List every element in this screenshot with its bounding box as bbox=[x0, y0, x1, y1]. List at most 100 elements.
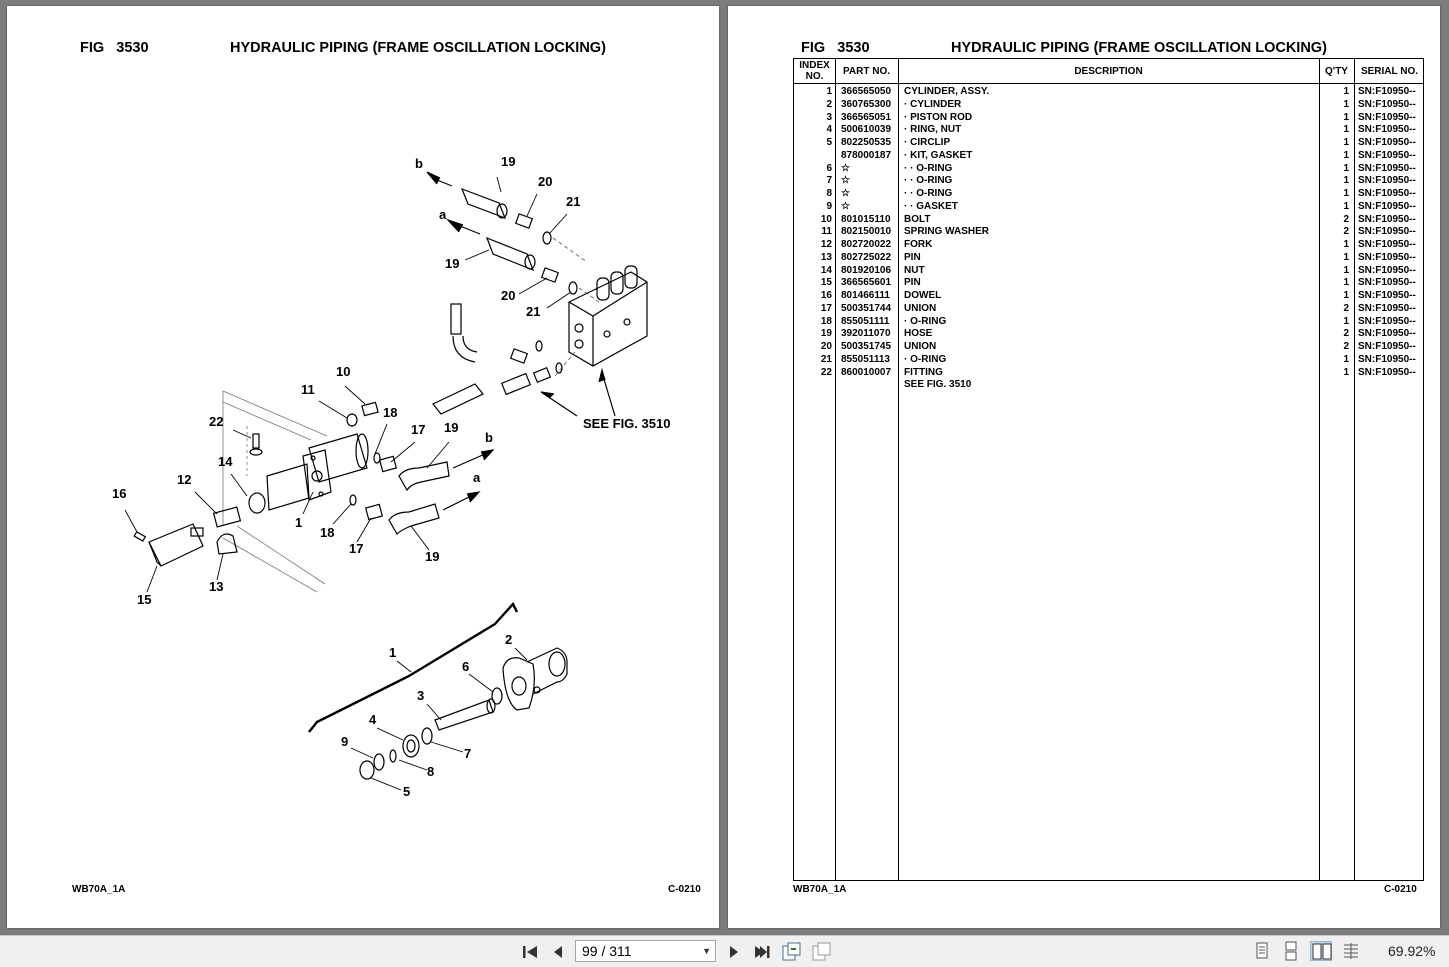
frame-outline bbox=[222, 390, 328, 593]
qty-cell: 1 bbox=[1343, 124, 1349, 136]
next-page-icon[interactable] bbox=[727, 943, 741, 961]
serial-no-cell: SN:F10950-- bbox=[1358, 162, 1416, 174]
index-cell: 15 bbox=[820, 277, 832, 289]
fit-width-view-icon bbox=[1344, 943, 1358, 959]
serial-no-cell: SN:F10950-- bbox=[1358, 264, 1416, 276]
description-cell: · CYLINDER bbox=[904, 98, 962, 110]
callout-14: 14 bbox=[218, 454, 233, 469]
part-no-cell: 801920106 bbox=[841, 264, 892, 276]
chevron-down-icon[interactable]: ▼ bbox=[702, 946, 711, 956]
index-cell: 20 bbox=[820, 341, 832, 352]
description-cell: · PISTON ROD bbox=[904, 111, 973, 123]
part-no-cell: 802250535 bbox=[841, 137, 892, 148]
ring-nut-4 bbox=[402, 734, 420, 758]
serial-no-cell: SN:F10950-- bbox=[1358, 213, 1416, 225]
qty-cell: 1 bbox=[1343, 264, 1349, 276]
single-page-view-button[interactable] bbox=[1251, 941, 1273, 961]
callout-17-low: 17 bbox=[349, 541, 363, 556]
part-no-cell: 392011070 bbox=[841, 328, 891, 340]
see-fig-label: SEE FIG. 3510 bbox=[583, 416, 670, 431]
continuous-view-icon bbox=[1285, 941, 1297, 961]
zoom-level[interactable]: 69.92% bbox=[1388, 943, 1436, 959]
pin-13 bbox=[216, 533, 238, 555]
fit-width-view-button[interactable] bbox=[1340, 941, 1362, 961]
last-page-icon[interactable] bbox=[752, 943, 772, 961]
right-page: FIG 3530 HYDRAULIC PIPING (FRAME OSCILLA… bbox=[728, 6, 1440, 928]
index-cell: 18 bbox=[820, 315, 832, 327]
part-no-cell: 366565050 bbox=[841, 86, 892, 97]
callout-19-right: 19 bbox=[444, 420, 458, 435]
qty-cell: 1 bbox=[1343, 315, 1349, 327]
callout-12: 12 bbox=[177, 472, 191, 487]
index-cell: 6 bbox=[826, 162, 832, 174]
fitting-22 bbox=[249, 433, 263, 456]
callout-18-top: 18 bbox=[383, 405, 397, 420]
serial-no-cell: SN:F10950-- bbox=[1358, 188, 1416, 199]
page-title: HYDRAULIC PIPING (FRAME OSCILLATION LOCK… bbox=[230, 40, 606, 56]
group-bracket bbox=[308, 601, 519, 733]
footer-left: WB70A_1A bbox=[72, 884, 126, 895]
callout-19-top: 19 bbox=[501, 154, 515, 169]
header-serial-no: SERIAL NO. bbox=[1360, 66, 1419, 77]
hose-19-right bbox=[398, 449, 495, 492]
cylinder-assembly bbox=[248, 433, 369, 514]
qty-cell: 2 bbox=[1343, 328, 1349, 340]
index-cell: 4 bbox=[826, 124, 832, 136]
callout-10: 10 bbox=[336, 364, 350, 379]
callout-a-right: a bbox=[473, 470, 481, 485]
prev-page-icon[interactable] bbox=[551, 943, 565, 961]
description-cell: SPRING WASHER bbox=[904, 226, 990, 238]
header-part-no: PART NO. bbox=[842, 66, 891, 77]
page-title: HYDRAULIC PIPING (FRAME OSCILLATION LOCK… bbox=[951, 40, 1327, 56]
description-cell: · · O-RING bbox=[904, 188, 953, 199]
rotate-page-icon[interactable] bbox=[780, 941, 802, 961]
description-cell: · · GASKET bbox=[904, 200, 958, 212]
index-cell: 5 bbox=[826, 137, 832, 148]
continuous-view-button[interactable] bbox=[1280, 941, 1302, 961]
qty-cell: 1 bbox=[1343, 111, 1349, 123]
serial-no-cell: SN:F10950-- bbox=[1358, 353, 1416, 365]
serial-no-cell: SN:F10950-- bbox=[1358, 149, 1416, 161]
part-no-cell: 878000187 bbox=[841, 149, 892, 161]
table-row: SEE FIG. 3510 bbox=[794, 379, 1423, 392]
left-page: FIG 3530 HYDRAULIC PIPING (FRAME OSCILLA… bbox=[7, 6, 719, 928]
o-ring-8 bbox=[389, 749, 397, 763]
description-cell: · · O-RING bbox=[904, 175, 953, 187]
copy-page-icon[interactable] bbox=[810, 941, 832, 961]
part-no-cell: 802720022 bbox=[841, 239, 892, 250]
callout-b-top: b bbox=[415, 156, 423, 171]
gasket-9 bbox=[373, 753, 385, 771]
callout-4: 4 bbox=[369, 712, 377, 727]
callout-group-1: 1 bbox=[389, 645, 396, 660]
index-cell: 8 bbox=[826, 188, 832, 199]
part-no-cell: 500351744 bbox=[841, 302, 892, 314]
index-cell: 7 bbox=[826, 175, 832, 187]
two-page-view-button[interactable] bbox=[1310, 941, 1332, 961]
callout-19-low: 19 bbox=[425, 549, 439, 564]
page-number-field[interactable]: 99 / 311 ▼ bbox=[575, 940, 716, 962]
serial-no-cell: SN:F10950-- bbox=[1358, 251, 1416, 263]
bolt-10 bbox=[346, 401, 379, 427]
first-page-icon[interactable] bbox=[521, 943, 541, 961]
index-cell: 17 bbox=[820, 302, 832, 314]
qty-cell: 2 bbox=[1343, 213, 1349, 225]
union-20-upper bbox=[514, 213, 552, 245]
callout-9: 9 bbox=[341, 734, 348, 749]
serial-no-cell: SN:F10950-- bbox=[1358, 315, 1416, 327]
qty-cell: 1 bbox=[1343, 162, 1349, 174]
